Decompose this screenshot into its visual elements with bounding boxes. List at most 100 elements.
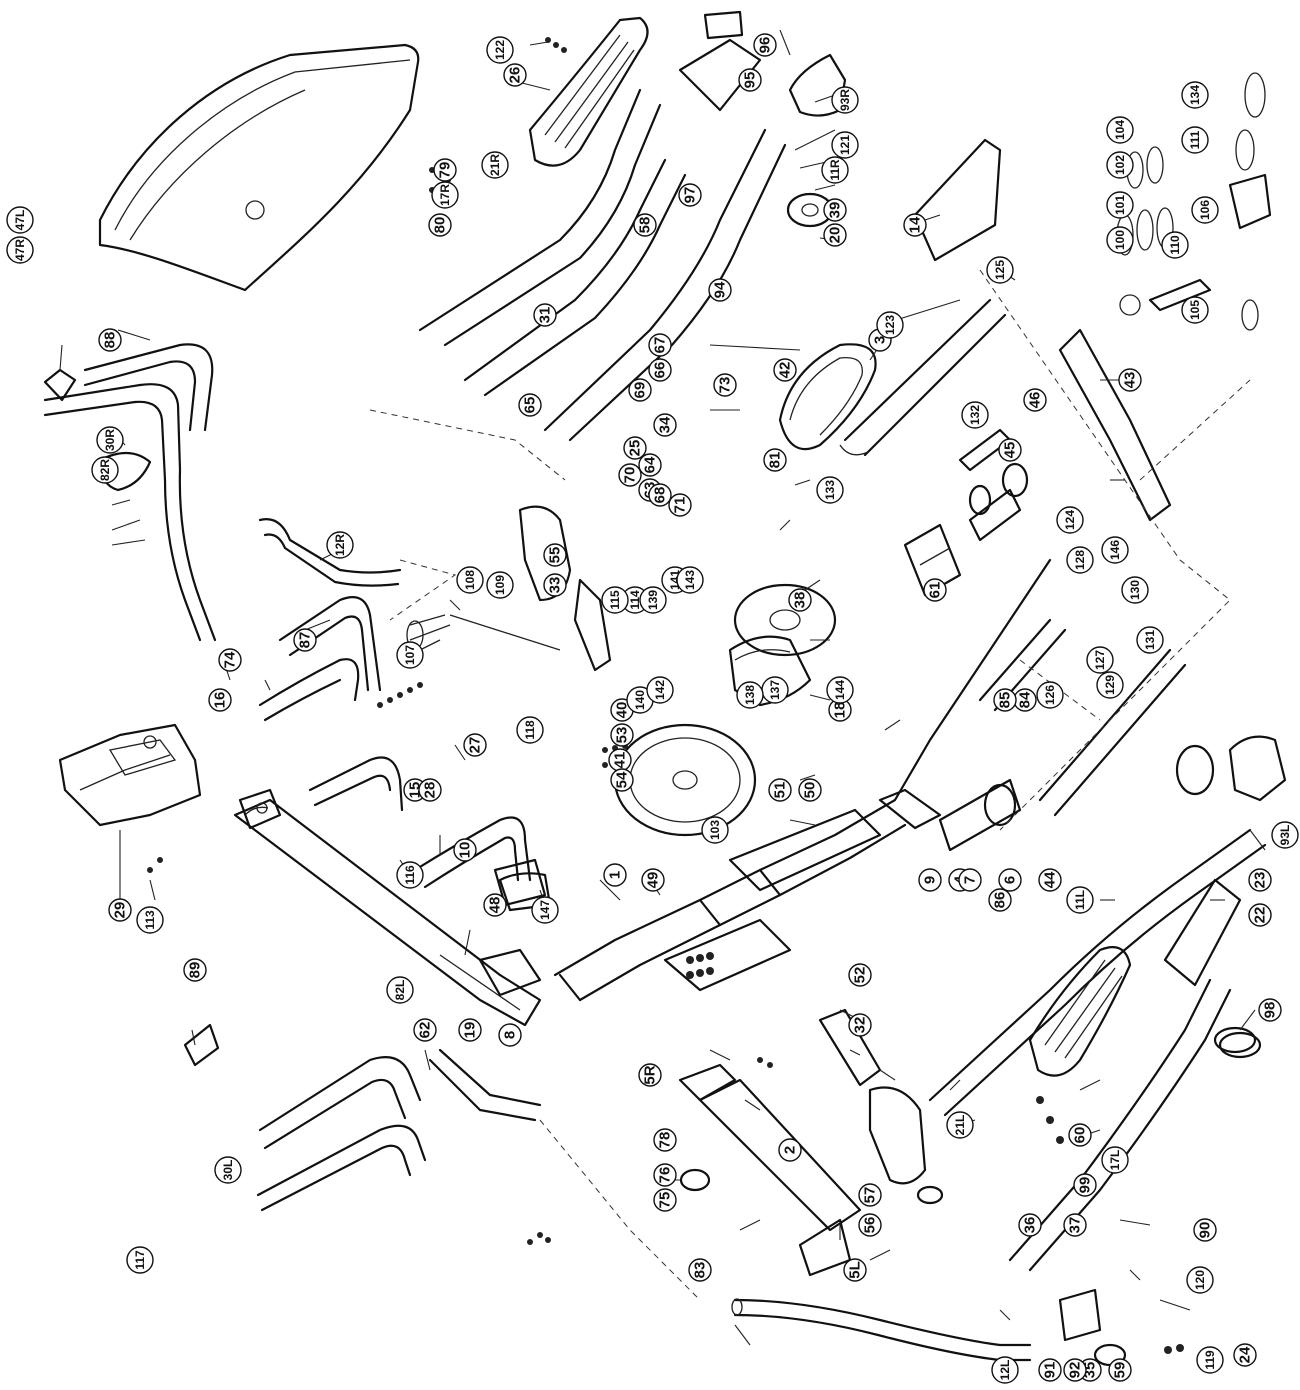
part-label-text: 95 [742, 72, 759, 89]
part-label-text: 21R [488, 154, 502, 176]
part-label: 52 [848, 963, 872, 987]
part-label: 134 [1181, 81, 1209, 109]
part-label-text: 6 [1002, 876, 1019, 884]
part-label: 128 [1066, 546, 1094, 574]
part-label-text: 16 [212, 692, 229, 709]
part-label-text: 147 [538, 900, 552, 920]
part-label: 5R [638, 1063, 662, 1087]
part-label-circle [453, 838, 477, 862]
part-label-circle [1196, 1346, 1224, 1374]
part-label: 57 [858, 1183, 882, 1207]
part-label: 85 [993, 688, 1017, 712]
part-label-circle [1106, 151, 1134, 179]
part-label-circle [676, 566, 704, 594]
part-label: 80 [428, 213, 452, 237]
part-label-text: 119 [1203, 1350, 1217, 1370]
part-label: 101 [1106, 191, 1134, 219]
part-label-circle [601, 586, 629, 614]
part-label-circle [668, 493, 692, 517]
part-label-circle [1068, 1123, 1092, 1147]
part-label-circle [1161, 231, 1189, 259]
part-label-text: 74 [222, 651, 239, 668]
part-label-text: 82L [393, 980, 407, 1001]
part-label-text: 111 [1188, 130, 1202, 149]
part-label: 19 [458, 1018, 482, 1042]
part-label-circle [653, 1188, 677, 1212]
part-label-text: 81 [767, 452, 784, 469]
pedal-left [1028, 946, 1132, 1077]
part-label-text: 85 [997, 692, 1014, 709]
part-label-circle [518, 393, 542, 417]
part-label-text: 76 [657, 1167, 674, 1184]
part-label-text: 61 [927, 582, 944, 599]
part-label-circle [1136, 626, 1164, 654]
part-label-text: 51 [772, 782, 789, 799]
part-label-circle [858, 1213, 882, 1237]
part-label: 2 [778, 1138, 802, 1162]
part-label: 55 [543, 543, 567, 567]
part-label-text: 49 [645, 872, 662, 889]
part-label-circle [648, 333, 672, 357]
part-label-circle [1106, 191, 1134, 219]
part-label: 84 [1013, 688, 1037, 712]
part-label-text: 110 [1168, 235, 1182, 255]
part-label-circle [623, 436, 647, 460]
rail [913, 138, 1002, 262]
part-label-circle [831, 131, 859, 159]
part-label-text: 21L [953, 1115, 967, 1136]
part-label-text: 27 [467, 737, 484, 754]
part-label-text: 47R [13, 239, 27, 261]
part-label-circle [516, 716, 544, 744]
part-label: 30R [96, 426, 124, 454]
part-label: 36 [1018, 1213, 1042, 1237]
part-label: 61 [923, 578, 947, 602]
part-label: 81 [763, 448, 787, 472]
part-label-text: 18 [832, 702, 849, 719]
part-label-circle [821, 156, 849, 184]
part-label-text: 79 [437, 162, 454, 179]
part-label-circle [428, 213, 452, 237]
part-label: 37 [1063, 1213, 1087, 1237]
part-label-circle [1038, 1358, 1062, 1382]
part-label-circle [610, 768, 634, 792]
part-label-circle [108, 898, 132, 922]
part-label-text: 17L [1108, 1150, 1122, 1171]
part-label: 7 [958, 868, 982, 892]
part-label-circle [823, 223, 847, 247]
part-label-text: 39 [827, 202, 844, 219]
part-label-circle [6, 236, 34, 264]
part-label: 50 [798, 778, 822, 802]
part-label: 78 [653, 1128, 677, 1152]
part-label-circle [1181, 81, 1209, 109]
part-label-text: 53 [614, 727, 631, 744]
frame-43 [1058, 328, 1172, 522]
part-label: 46 [1023, 388, 1047, 412]
part-label: 48 [483, 893, 507, 917]
part-label: 120 [1186, 1266, 1214, 1294]
part-label-circle [543, 543, 567, 567]
part-label-circle [1248, 868, 1272, 892]
part-label: 27 [463, 733, 487, 757]
frame-arm-10 [233, 798, 542, 1027]
part-label-circle [1181, 296, 1209, 324]
part-label-circle [1248, 903, 1272, 927]
part-label-text: 84 [1017, 691, 1034, 708]
part-label: 45 [998, 438, 1022, 462]
part-label-circle [701, 816, 729, 844]
part-label-circle [1036, 681, 1064, 709]
part-label-circle [1193, 1218, 1217, 1242]
part-label-text: 96 [757, 37, 774, 54]
part-label-text: 130 [1128, 580, 1142, 600]
part-label: 130 [1121, 576, 1149, 604]
part-label-circle [503, 63, 527, 87]
part-label: 12L [991, 1356, 1019, 1384]
part-label-circle [96, 426, 124, 454]
lower-arm-right [928, 828, 1267, 1117]
part-label: 17R [431, 181, 459, 209]
part-label-circle [628, 378, 652, 402]
part-label: 69 [628, 378, 652, 402]
part-label: 82L [386, 976, 414, 1004]
part-label: 124 [1056, 506, 1084, 534]
part-label-circle [183, 958, 207, 982]
